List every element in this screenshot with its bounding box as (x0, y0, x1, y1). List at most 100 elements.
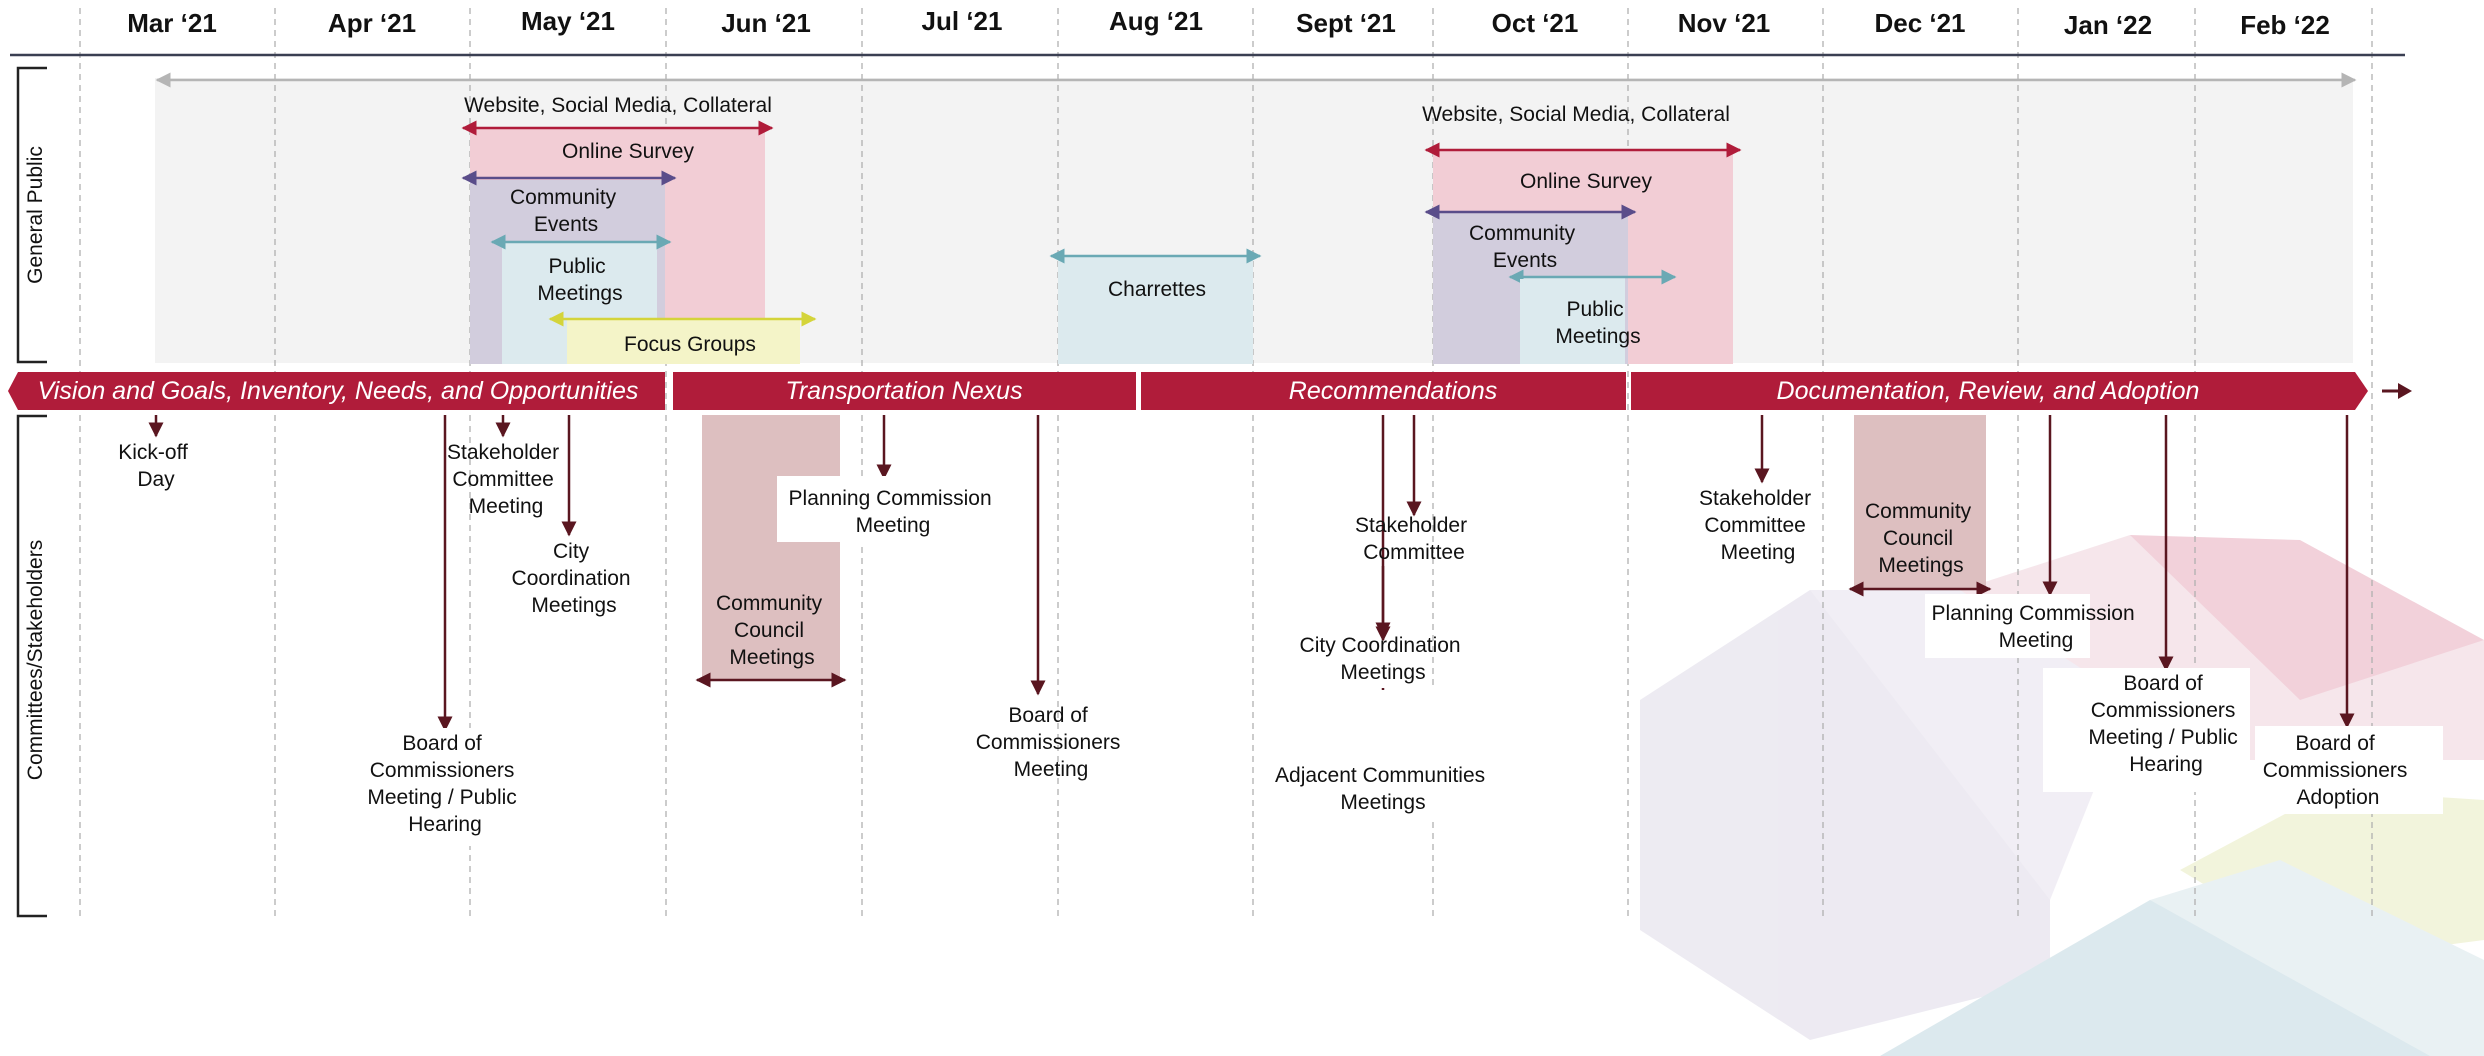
community-council-1-label: Community Council Meetings (716, 592, 828, 669)
label-line: Meeting (1999, 629, 2074, 652)
phase-3-segment (1141, 372, 1626, 410)
charrettes-label: Charrettes (1108, 278, 1206, 301)
city-coordination-1-label: City Coordination Meetings (512, 540, 637, 617)
boc-hearing-1-label: Board of Commissioners Meeting / Public … (367, 732, 522, 836)
adjacent-communities-label: Adjacent Communities Meetings (1275, 764, 1491, 814)
website-label-2: Website, Social Media, Collateral (1422, 103, 1730, 126)
label-line: Meetings (537, 282, 622, 305)
community-council-box-1 (702, 415, 840, 680)
month-label: Apr ‘21 (328, 8, 416, 38)
label-line: Public (548, 255, 605, 278)
label-line: Committee (1363, 541, 1465, 564)
community-events-label: Community Events (510, 186, 622, 236)
label-line: Board of (2123, 672, 2203, 695)
event-arrows (148, 415, 2355, 764)
stakeholder-meeting-1-label: Stakeholder Committee Meeting (447, 441, 565, 518)
label-line: Kick-off (118, 441, 188, 464)
boc-meeting-2-label: Board of Commissioners Meeting (976, 704, 1127, 781)
label-line: City (553, 540, 590, 563)
community-council-2-label: Community Council Meetings (1865, 500, 1977, 577)
label-line: Day (137, 468, 175, 491)
month-header: Mar ‘21 Apr ‘21 May ‘21 Jun ‘21 Jul ‘21 … (127, 6, 2330, 40)
label-line: Stakeholder (447, 441, 559, 464)
label-line: Public (1566, 298, 1623, 321)
month-label: Jul ‘21 (922, 6, 1003, 36)
month-label: Mar ‘21 (127, 8, 217, 38)
community-events-label-2: Community Events (1469, 222, 1581, 272)
committee-labels: Kick-off Day Stakeholder Committee Meeti… (118, 441, 2414, 836)
label-line: City Coordination (1300, 634, 1461, 657)
phase-4-segment (1631, 372, 2368, 410)
label-line: Stakeholder (1355, 514, 1467, 537)
label-line: Events (1493, 249, 1557, 272)
phase-bar: Vision and Goals, Inventory, Needs, and … (8, 372, 2368, 410)
online-survey-label: Online Survey (562, 140, 694, 163)
label-line: Council (734, 619, 804, 642)
continue-arrow-icon (2382, 383, 2412, 399)
general-public-label: General Public (24, 146, 47, 284)
label-line: Community (716, 592, 823, 615)
label-line: Board of (402, 732, 482, 755)
public-meetings-label-2: Public Meetings (1555, 298, 1640, 348)
label-line: Community (510, 186, 617, 209)
month-label: Dec ‘21 (1874, 8, 1965, 38)
boc-adoption-label: Board of Commissioners Adoption (2263, 732, 2414, 809)
label-line: Community (1865, 500, 1972, 523)
month-label: Nov ‘21 (1678, 8, 1771, 38)
label-line: Commissioners (2091, 699, 2236, 722)
phase-1-label: Vision and Goals, Inventory, Needs, and … (38, 377, 639, 405)
label-line: Board of (2295, 732, 2375, 755)
community-council-box-2 (1854, 415, 1986, 590)
label-line: Meeting (469, 495, 544, 518)
label-line: Commissioners (2263, 759, 2408, 782)
label-line: Events (534, 213, 598, 236)
planning-commission-2-label: Planning Commission Meeting (1932, 602, 2141, 652)
phase-4-label: Documentation, Review, and Adoption (1777, 377, 2200, 405)
label-line: Hearing (2129, 753, 2203, 776)
stakeholder-meeting-3-label: Stakeholder Committee Meeting (1699, 487, 1817, 564)
charrettes-box (1058, 256, 1253, 364)
label-line: Hearing (408, 813, 482, 836)
online-survey-label-2: Online Survey (1520, 170, 1652, 193)
month-label: Aug ‘21 (1109, 6, 1203, 36)
label-backgrounds (320, 476, 2443, 846)
committees-bracket (16, 414, 47, 918)
month-gridlines (79, 8, 2373, 918)
public-meetings-box-2b (1520, 279, 1625, 364)
label-line: Coordination (512, 567, 631, 590)
phase-2-segment (673, 372, 1136, 410)
phase-2-label: Transportation Nexus (785, 377, 1022, 405)
city-coordination-2-label: City Coordination Meetings (1300, 634, 1467, 684)
month-label: Sept ‘21 (1296, 8, 1396, 38)
label-line: Adoption (2297, 786, 2380, 809)
label-line: Meetings (729, 646, 814, 669)
label-line: Stakeholder (1699, 487, 1811, 510)
website-label: Website, Social Media, Collateral (464, 94, 772, 117)
committees-label: Committees/Stakeholders (24, 540, 47, 780)
label-line: Meeting (1014, 758, 1089, 781)
decorative-hexagon-pattern (1640, 535, 2484, 1056)
stakeholder-committee-2-label: Stakeholder Committee (1355, 514, 1473, 564)
boc-hearing-3-label: Board of Commissioners Meeting / Public … (2088, 672, 2243, 776)
month-label: Jan ‘22 (2064, 10, 2152, 40)
focus-groups-box (567, 320, 800, 364)
public-meetings-label: Public Meetings (537, 255, 622, 305)
phase-1-segment (8, 372, 665, 410)
month-label: Oct ‘21 (1492, 8, 1579, 38)
label-line: Meetings (1340, 791, 1425, 814)
label-line: Meeting (1721, 541, 1796, 564)
kickoff-label: Kick-off Day (118, 441, 193, 491)
label-line: Meeting (856, 514, 931, 537)
phase-3-label: Recommendations (1289, 377, 1497, 405)
label-line: Planning Commission (789, 487, 992, 510)
month-label: May ‘21 (521, 6, 615, 36)
label-line: Council (1883, 527, 1953, 550)
month-label: Jun ‘21 (721, 8, 811, 38)
label-line: Meetings (531, 594, 616, 617)
label-line: Commissioners (370, 759, 515, 782)
planning-commission-1-label: Planning Commission Meeting (789, 487, 998, 537)
label-line: Planning Commission (1932, 602, 2135, 625)
label-line: Board of (1008, 704, 1088, 727)
general-public-bracket (16, 66, 47, 364)
